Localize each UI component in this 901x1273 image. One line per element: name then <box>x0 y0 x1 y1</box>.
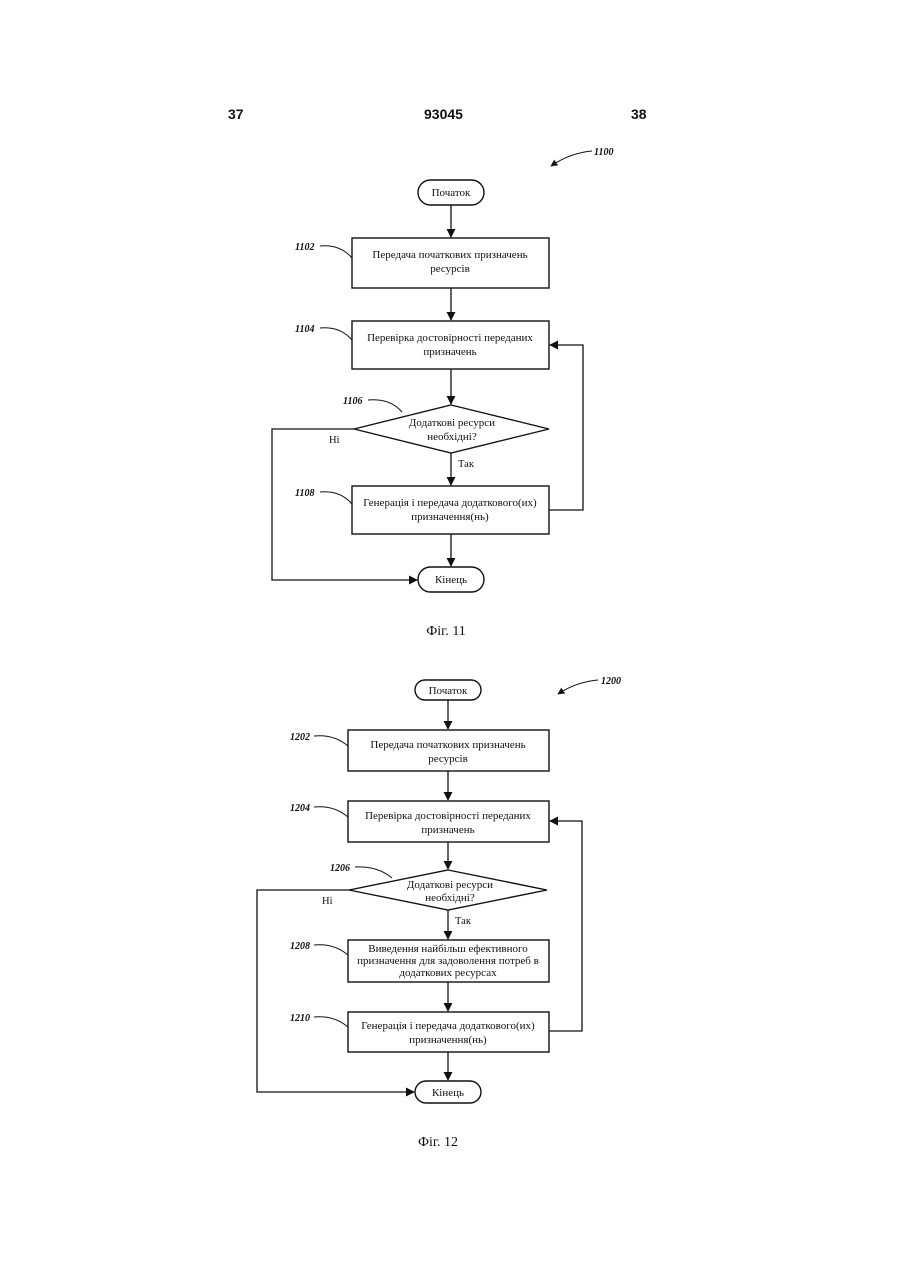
fig12-ref-1208-leader <box>314 945 348 955</box>
fig11-no-label: Ні <box>329 435 340 446</box>
fig12-no-label: Ні <box>322 896 333 907</box>
fig11-ref-1102: 1102 <box>295 242 314 253</box>
fig11-ref: 1100 <box>594 147 613 158</box>
fig12-ref-arrow <box>558 680 598 694</box>
fig11-step-1104 <box>352 321 549 369</box>
fig12-step-1210 <box>348 1012 549 1052</box>
fig11-step-1104-line1: Перевірка достовірності переданих <box>367 332 533 344</box>
fig12-end-label: Кінець <box>432 1087 464 1099</box>
fig12-ref-1206-leader <box>355 867 392 878</box>
fig11-ref-arrow <box>551 151 592 166</box>
fig12-start-label: Початок <box>429 685 468 697</box>
fig11-ref-1102-leader <box>320 246 352 258</box>
fig11-decision-1106 <box>354 405 549 453</box>
fig12-step-1208-line2: призначення для задоволення потреб в <box>357 955 539 967</box>
fig11-ref-1104-leader <box>320 328 352 340</box>
fig12-step-1202-line1: Передача початкових призначень <box>370 739 525 751</box>
fig11-ref-1108-leader <box>320 492 352 504</box>
fig11-step-1102-line1: Передача початкових призначень <box>372 249 527 261</box>
fig11-ref-1106-leader <box>368 400 402 412</box>
fig12-ref-1210: 1210 <box>290 1013 310 1024</box>
fig12-step-1208-line3: додаткових ресурсах <box>399 967 497 979</box>
fig12-ref-1202-leader <box>314 736 348 746</box>
fig11-yes-label: Так <box>458 459 475 470</box>
fig11-ref-1108: 1108 <box>295 488 314 499</box>
fig12-edge-no-to-end <box>257 890 414 1092</box>
fig12-step-1210-line1: Генерація і передача додаткового(их) <box>361 1020 535 1032</box>
fig11-step-1108 <box>352 486 549 534</box>
fig12-yes-label: Так <box>455 916 472 927</box>
fig11-decision-1106-line1: Додаткові ресурси <box>409 417 495 429</box>
figure-12: 1200 Початок Передача початкових признач… <box>257 676 621 1103</box>
fig12-step-1210-line2: призначення(нь) <box>409 1034 487 1046</box>
fig11-ref-1104: 1104 <box>295 324 314 335</box>
fig11-step-1102-line2: ресурсів <box>430 263 470 275</box>
fig12-ref-1204-leader <box>314 807 348 817</box>
fig11-end-label: Кінець <box>435 574 467 586</box>
fig12-ref-1208: 1208 <box>290 941 310 952</box>
fig11-step-1104-line2: призначень <box>423 346 476 358</box>
fig12-edge-loop-back <box>549 821 582 1031</box>
fig12-step-1204-line2: призначень <box>421 824 474 836</box>
fig12-step-1208-line1: Виведення найбільш ефективного <box>368 943 528 955</box>
fig12-ref-1210-leader <box>314 1017 348 1027</box>
fig12-ref: 1200 <box>601 676 621 687</box>
fig11-caption: Фіг. 11 <box>346 624 546 640</box>
fig11-step-1108-line1: Генерація і передача додаткового(их) <box>363 497 537 509</box>
fig12-decision-1206-line1: Додаткові ресурси <box>407 879 493 891</box>
fig12-ref-1202: 1202 <box>290 732 310 743</box>
fig11-start-label: Початок <box>432 187 471 199</box>
fig12-step-1204-line1: Перевірка достовірності переданих <box>365 810 531 822</box>
fig11-ref-1106: 1106 <box>343 396 362 407</box>
fig12-step-1202-line2: ресурсів <box>428 753 468 765</box>
fig12-ref-1206: 1206 <box>330 863 350 874</box>
fig11-decision-1106-line2: необхідні? <box>427 431 477 443</box>
fig11-step-1108-line2: призначення(нь) <box>411 511 489 523</box>
fig12-ref-1204: 1204 <box>290 803 310 814</box>
fig12-decision-1206-line2: необхідні? <box>425 892 475 904</box>
fig12-caption: Фіг. 12 <box>338 1135 538 1151</box>
fig11-edge-loop-back <box>549 345 583 510</box>
figure-11: 1100 Початок Передача початкових признач… <box>272 147 613 592</box>
